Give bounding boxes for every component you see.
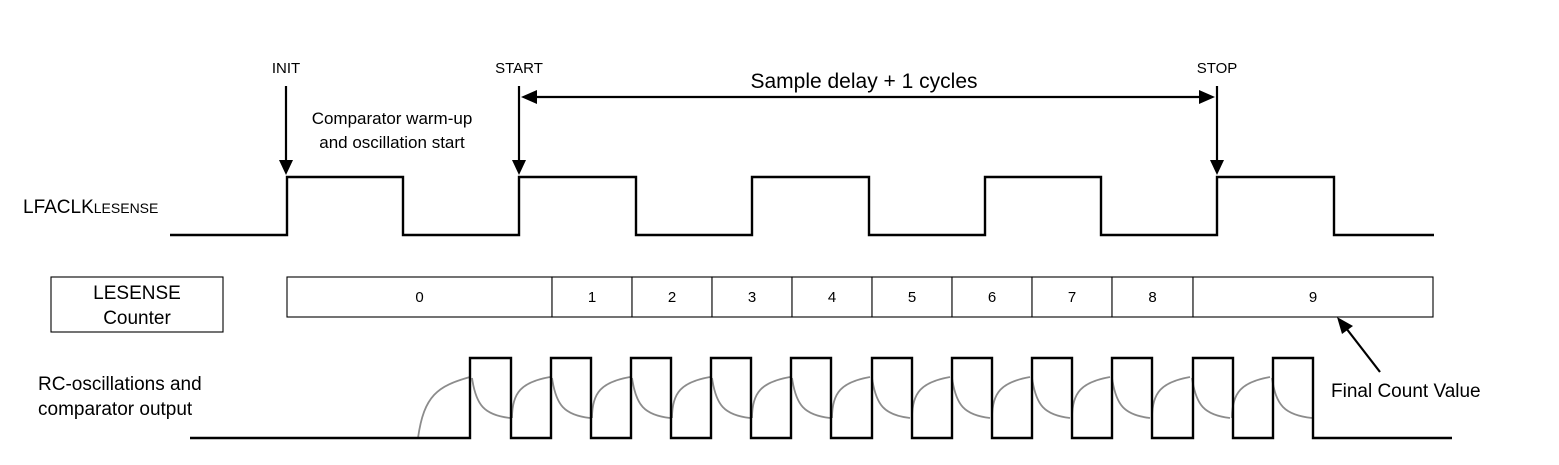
start-arrow <box>512 86 526 175</box>
init-arrow <box>279 86 293 175</box>
counter-cell <box>951 276 1033 318</box>
counter-row: 0 1 2 3 4 5 6 7 8 9 <box>286 276 1434 318</box>
counter-value: 1 <box>588 289 596 306</box>
counter-value: 2 <box>668 289 676 306</box>
stop-label: STOP <box>1197 60 1238 77</box>
counter-cell <box>711 276 793 318</box>
start-label: START <box>495 60 543 77</box>
warmup-label-line1: Comparator warm-up <box>312 109 473 128</box>
counter-value: 9 <box>1309 289 1317 306</box>
final-count-label: Final Count Value <box>1331 381 1481 402</box>
lfaclk-label: LFACLKLESENSE <box>23 197 158 218</box>
sample-delay-arrow <box>521 90 1215 104</box>
lfaclk-waveform <box>170 175 1434 237</box>
comparator-output-waveform <box>190 356 1452 440</box>
stop-arrow <box>1210 86 1224 175</box>
counter-cell <box>1192 276 1434 318</box>
counter-cell <box>791 276 873 318</box>
counter-cell <box>1111 276 1194 318</box>
sample-delay-label: Sample delay + 1 cycles <box>750 70 977 93</box>
counter-cell <box>871 276 953 318</box>
counter-value: 7 <box>1068 289 1076 306</box>
counter-label-line1: LESENSE <box>93 283 181 304</box>
counter-value: 4 <box>828 289 836 306</box>
counter-value: 3 <box>748 289 756 306</box>
init-label: INIT <box>272 60 300 77</box>
counter-value: 8 <box>1148 289 1156 306</box>
warmup-label-line2: and oscillation start <box>319 133 465 152</box>
counter-value: 5 <box>908 289 916 306</box>
counter-label-box <box>50 276 224 333</box>
rc-charge-curve <box>417 376 1313 439</box>
lfaclk-label-main: LFACLK <box>23 197 94 218</box>
counter-value: 6 <box>988 289 996 306</box>
counter-cell <box>1031 276 1113 318</box>
final-count-arrow <box>1337 317 1381 373</box>
rc-label-line2: comparator output <box>38 399 193 420</box>
counter-value: 0 <box>415 289 423 306</box>
counter-label-line2: Counter <box>103 308 171 329</box>
counter-cell <box>631 276 713 318</box>
rc-label-line1: RC-oscillations and <box>38 374 202 395</box>
lfaclk-label-subscript: LESENSE <box>94 200 159 216</box>
